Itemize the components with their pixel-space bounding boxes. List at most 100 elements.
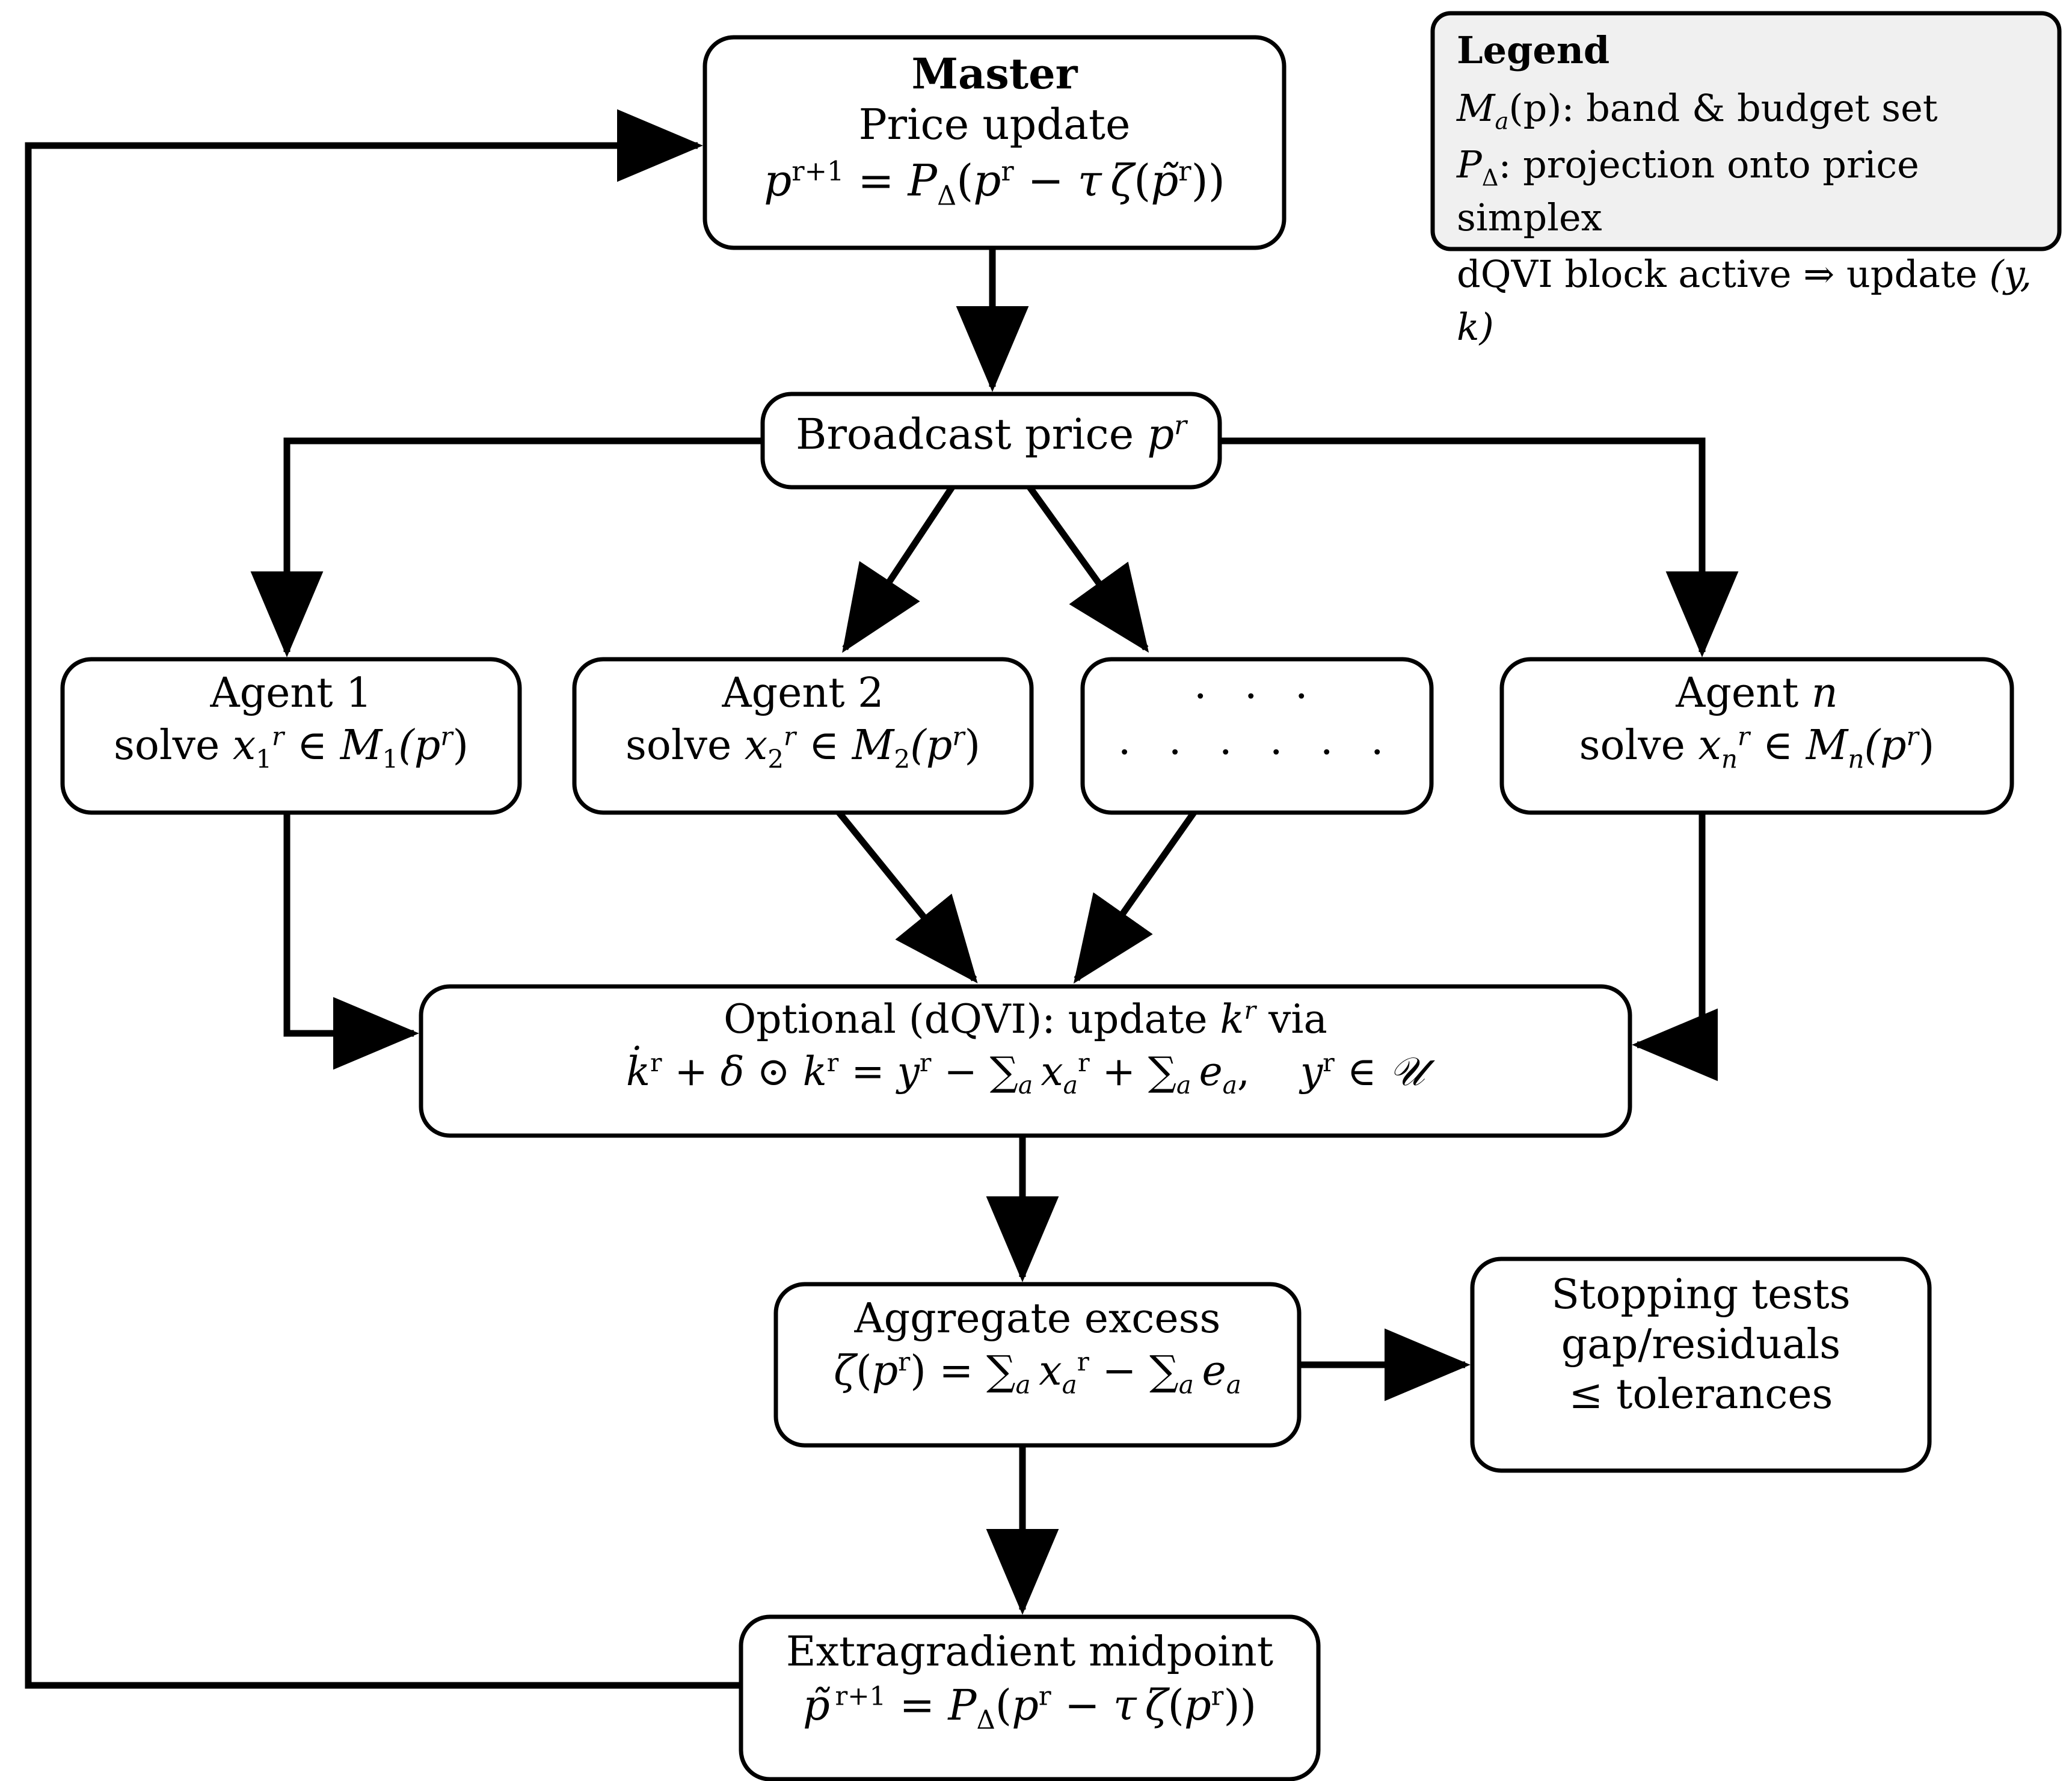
agent2-var-sub: 2 [767, 744, 784, 774]
node-agent1-text: Agent 1 solve x1r ∈ M1(pr) [63, 669, 520, 774]
legend-item-0-rest: (p): band & budget set [1508, 86, 1938, 131]
agentn-set: M [1806, 721, 1848, 769]
node-agent2-text: Agent 2 solve x2r ∈ M2(pr) [574, 669, 1031, 774]
node-agent-ellipsis-text: · · · · · · · · · [1083, 672, 1431, 778]
agent2-solve-word: solve [625, 721, 745, 769]
extragradient-formula: p̃ r+1 = PΔ(pr − τ ζ(pr)) [802, 1680, 1257, 1735]
agent2-formula: solve x2r ∈ M2(pr) [574, 721, 1031, 774]
legend-item-2-mid: update [1834, 252, 1990, 297]
stopping-line3: ≤ tolerances [1472, 1370, 1929, 1420]
stopping-tolerances-word: tolerances [1603, 1370, 1833, 1418]
agent1-index: 1 [346, 669, 372, 717]
dqvi-line1-k: k [1220, 996, 1244, 1042]
agent2-var-sup: r [784, 721, 796, 751]
stopping-line1: Stopping tests [1551, 1271, 1851, 1318]
legend-sym-M: M [1457, 86, 1495, 131]
legend-sym-P: P [1457, 143, 1482, 187]
agentn-arg-close: ) [1918, 721, 1935, 769]
agentn-var-sup: r [1738, 721, 1750, 751]
node-broadcast-text: Broadcast price pr [763, 409, 1220, 460]
legend-item-1-rest: : projection onto price simplex [1457, 143, 1919, 240]
legend-item-0: Ma(p): band & budget set [1457, 82, 2052, 135]
agent2-arg: (p [910, 721, 953, 769]
legend-box [1430, 11, 2062, 251]
broadcast-label: Broadcast price [796, 410, 1148, 459]
agentn-member-sym: ∈ [1762, 721, 1794, 769]
agent2-member-sym: ∈ [808, 721, 840, 769]
agent-ellipsis-row1: · · · [1193, 673, 1321, 721]
stopping-line2: gap/residuals [1561, 1320, 1841, 1368]
legend-text-block: Legend Ma(p): band & budget set PΔ: proj… [1457, 24, 2052, 354]
agent2-arg-close: ) [964, 721, 980, 769]
broadcast-var-sup: r [1174, 410, 1187, 441]
node-agentn-text: Agent n solve xnr ∈ Mn(pr) [1502, 669, 2012, 774]
stopping-leq-sym: ≤ [1569, 1370, 1603, 1418]
master-title: Master [911, 49, 1078, 99]
agent1-set-sub: 1 [382, 744, 399, 774]
agent1-arg-sup: r [440, 721, 453, 751]
agent1-set: M [340, 721, 383, 769]
dqvi-line1: Optional (dQVI): update kr via [421, 995, 1630, 1044]
double-arrow-icon: ⇒ [1803, 252, 1835, 297]
agentn-var: x [1698, 721, 1721, 769]
edge-broadcast-to-agent2 [842, 485, 955, 653]
legend-sub-a: a [1495, 108, 1509, 135]
node-stopping-text: Stopping tests gap/residuals ≤ tolerance… [1472, 1270, 1929, 1420]
edge-agentn-to-dqvi [1632, 813, 1718, 1081]
dqvi-line1-prefix: Optional (dQVI): update [724, 996, 1220, 1042]
edge-agent-ellipsis-to-dqvi [1073, 810, 1197, 984]
legend-title: Legend [1457, 28, 1610, 72]
node-agent-ellipsis-box[interactable] [1080, 657, 1434, 815]
legend-item-1: PΔ: projection onto price simplex [1457, 138, 2052, 244]
edge-agent2-to-dqvi [836, 810, 978, 983]
node-aggregate-text: Aggregate excess ζ(pr) = ∑a xar − ∑a ea [776, 1294, 1299, 1397]
agent2-index: 2 [858, 669, 884, 717]
agent-ellipsis-row2: · · · · · · [1117, 728, 1397, 777]
agentn-title-word: Agent [1676, 669, 1812, 717]
agent2-arg-sup: r [952, 721, 965, 751]
agentn-arg-sup: r [1906, 721, 1919, 751]
agent2-set: M [852, 721, 894, 769]
agent1-var-sub: 1 [256, 744, 272, 774]
agent1-member-sym: ∈ [297, 721, 328, 769]
node-agent1-box[interactable] [60, 657, 522, 815]
node-agentn-box[interactable] [1499, 657, 2014, 815]
broadcast-var: p [1147, 410, 1175, 459]
agentn-index: n [1811, 669, 1838, 717]
agentn-solve-word: solve [1579, 721, 1698, 769]
legend-item-2-pair: (y, k) [1457, 252, 2032, 349]
legend-sub-delta: Δ [1481, 164, 1499, 192]
agentn-var-sub: n [1721, 744, 1738, 774]
edge-extragradient-to-master [25, 109, 741, 1689]
aggregate-formula: ζ(pr) = ∑a xar − ∑a ea [834, 1347, 1241, 1400]
node-stopping-box[interactable] [1470, 1257, 1932, 1473]
agentn-arg: (p [1864, 721, 1907, 769]
agent1-solve-word: solve [113, 721, 233, 769]
dqvi-line1-k-sup: r [1244, 996, 1256, 1025]
master-formula: pr+1 = PΔ(pr − τ ζ(p̃r)) [764, 155, 1225, 212]
legend-item-2: dQVI block active ⇒ update (y, k) [1457, 248, 2052, 354]
agent1-var-sup: r [272, 721, 284, 751]
node-extragradient-text: Extragradient midpoint p̃ r+1 = PΔ(pr − … [741, 1628, 1318, 1735]
edge-broadcast-to-agent1 [250, 437, 763, 657]
agentn-formula: solve xnr ∈ Mn(pr) [1502, 721, 2012, 774]
node-dqvi-text: Optional (dQVI): update kr via k̇r + δ ⊙… [421, 995, 1630, 1097]
agentn-set-sub: n [1848, 744, 1864, 774]
node-master-text: Master Price update pr+1 = PΔ(pr − τ ζ(p… [705, 48, 1284, 212]
edge-broadcast-to-agentn [1220, 437, 1739, 657]
agent1-title: Agent 1 [63, 669, 520, 719]
node-extragradient-box[interactable] [739, 1614, 1321, 1781]
aggregate-title: Aggregate excess [854, 1295, 1221, 1343]
agent1-arg-close: ) [452, 721, 469, 769]
master-subtitle: Price update [858, 100, 1131, 150]
agent2-title: Agent 2 [574, 669, 1031, 719]
agent2-title-word: Agent [722, 669, 858, 717]
dqvi-line1-suffix: via [1256, 996, 1327, 1042]
agentn-title: Agent n [1502, 669, 2012, 719]
node-agent2-box[interactable] [572, 657, 1034, 815]
agent2-set-sub: 2 [894, 744, 911, 774]
legend-item-2-prefix: dQVI block active [1457, 252, 1804, 297]
agent1-arg: (p [398, 721, 441, 769]
